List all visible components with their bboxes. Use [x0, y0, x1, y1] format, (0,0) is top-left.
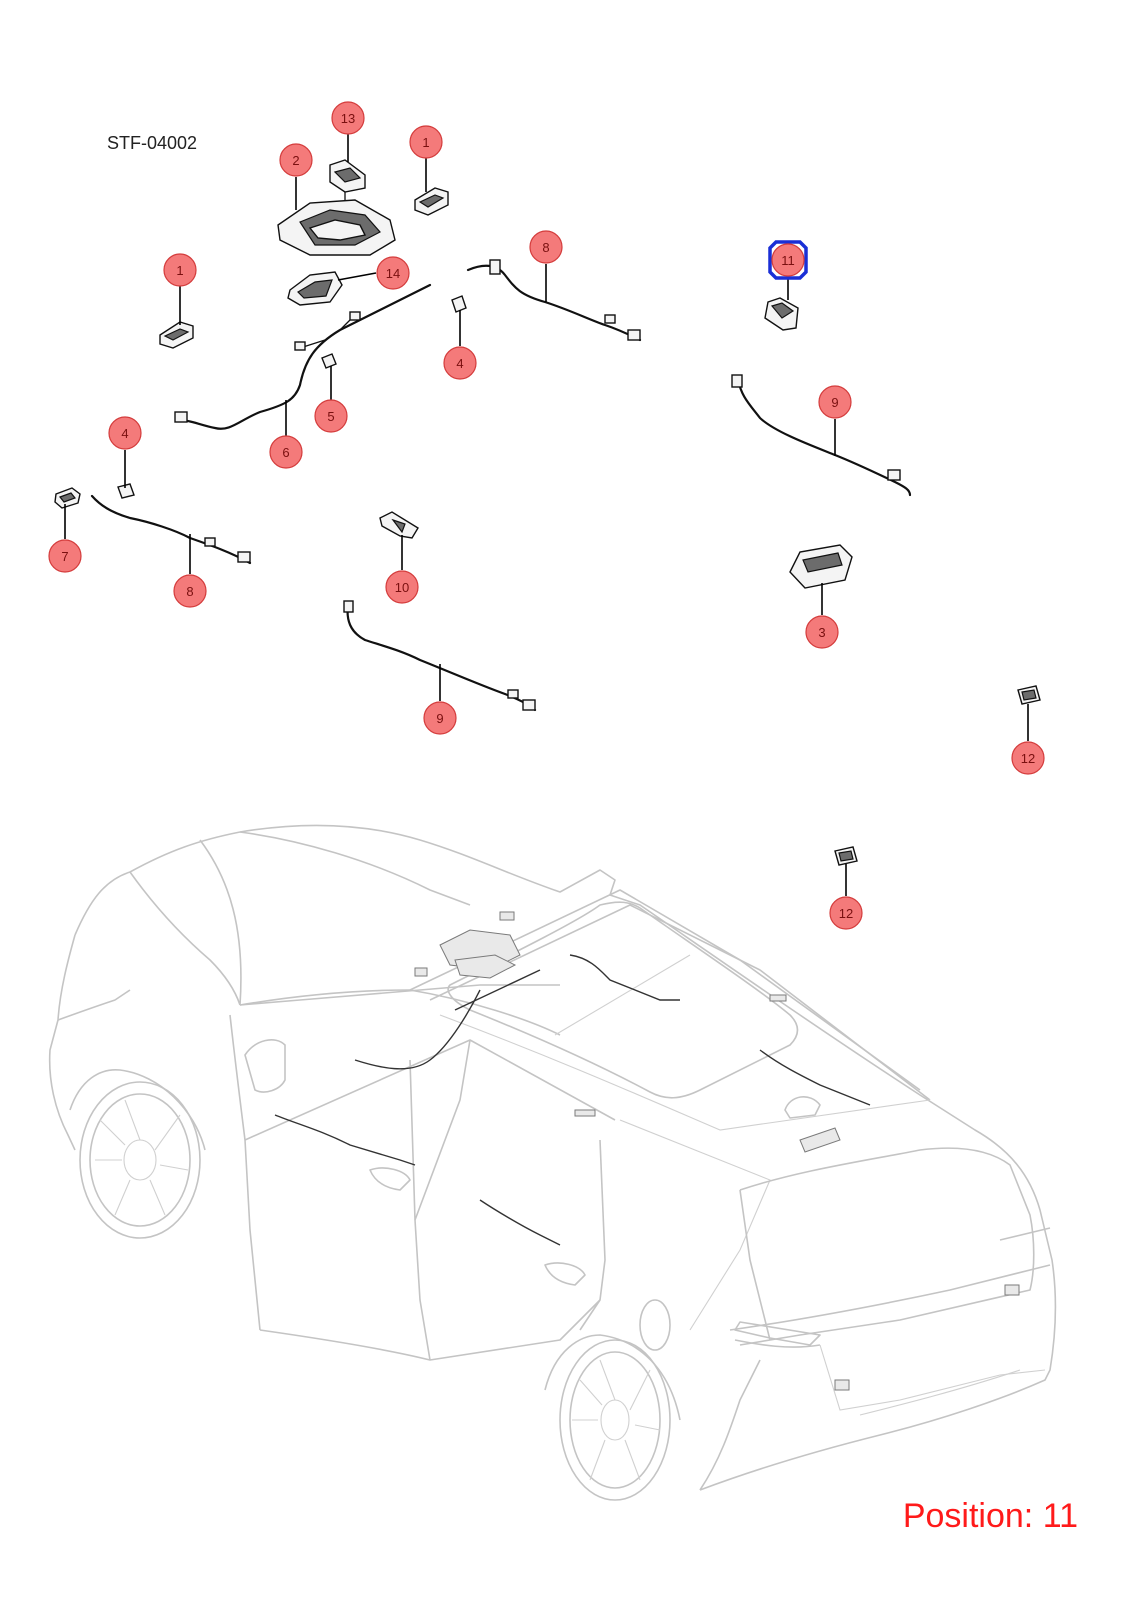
callout-4[interactable]: 4: [443, 346, 477, 380]
callout-label: 1: [176, 263, 183, 278]
part-10-lamp: [379, 511, 419, 539]
rear-wheel: [544, 1334, 681, 1501]
callout-circle: [771, 243, 805, 277]
callout-13[interactable]: 13: [331, 101, 365, 135]
part-8-wire-upper: [466, 259, 642, 342]
callout-2[interactable]: 2: [279, 143, 313, 177]
callout-label: 11: [781, 253, 795, 268]
callout-label: 8: [542, 240, 549, 255]
callout-label: 9: [831, 395, 838, 410]
callout-label: 8: [186, 584, 193, 599]
callout-4[interactable]: 4: [108, 416, 142, 450]
callout-circle: [279, 143, 313, 177]
callout-12[interactable]: 12: [829, 896, 863, 930]
callout-14[interactable]: 14: [376, 256, 410, 290]
leader-lines: [64, 134, 1029, 896]
callout-8[interactable]: 8: [173, 574, 207, 608]
callout-8[interactable]: 8: [529, 230, 563, 264]
callout-label: 10: [395, 580, 409, 595]
callout-circle: [1011, 741, 1045, 775]
part-7-switch: [54, 487, 81, 509]
part-6-wiring-harness: [174, 283, 432, 430]
callout-circle: [331, 101, 365, 135]
callout-circle: [269, 435, 303, 469]
part-4-connector-left: [117, 483, 135, 499]
callout-circle: [443, 346, 477, 380]
callout-circle: [314, 399, 348, 433]
callout-circle: [173, 574, 207, 608]
callout-circle: [48, 539, 82, 573]
part-9-wire-lower: [343, 600, 537, 712]
part-5-connector: [321, 353, 337, 369]
callout-circle: [829, 896, 863, 930]
callout-circle: [385, 570, 419, 604]
callout-6[interactable]: 6: [269, 435, 303, 469]
callout-label: 9: [436, 711, 443, 726]
position-label: Position: 11: [902, 1497, 1078, 1535]
part-9-wire-upper: [731, 374, 912, 497]
part-8-wire-lower: [90, 494, 252, 565]
callout-label: 2: [292, 153, 299, 168]
callout-circle: [108, 416, 142, 450]
callout-label: 6: [282, 445, 289, 460]
callout-label: 12: [1021, 751, 1035, 766]
part-12-light-lower: [834, 846, 858, 866]
callout-label: 7: [61, 549, 68, 564]
part-11-module: [764, 297, 799, 331]
front-wheel: [69, 1069, 206, 1239]
callout-label: 4: [456, 356, 463, 371]
callout-1[interactable]: 1: [163, 253, 197, 287]
callout-11[interactable]: 11: [768, 240, 808, 280]
callout-circle: [163, 253, 197, 287]
callout-label: 1: [422, 135, 429, 150]
callout-circle: [529, 230, 563, 264]
callout-circle: [423, 701, 457, 735]
callout-9[interactable]: 9: [818, 385, 852, 419]
callout-label: 12: [839, 906, 853, 921]
callout-label: 3: [818, 625, 825, 640]
callout-5[interactable]: 5: [314, 399, 348, 433]
callout-label: 5: [327, 409, 334, 424]
callout-circle: [376, 256, 410, 290]
callout-circle: [805, 615, 839, 649]
part-12-light-right: [1017, 685, 1041, 705]
part-1-clip-left: [159, 321, 194, 349]
callout-1[interactable]: 1: [409, 125, 443, 159]
callout-3[interactable]: 3: [805, 615, 839, 649]
callout-label: 14: [386, 266, 400, 281]
part-2-overhead-console: [277, 199, 396, 256]
vehicle-mounted-parts: [274, 911, 1020, 1391]
callout-7[interactable]: 7: [48, 539, 82, 573]
part-3-rear-panel: [789, 544, 853, 589]
part-4-connector-upper: [451, 295, 467, 313]
callout-12[interactable]: 12: [1011, 741, 1045, 775]
callout-circle: [409, 125, 443, 159]
callout-label: 4: [121, 426, 128, 441]
selection-highlight: [768, 240, 808, 280]
part-14-lamp-lens: [287, 271, 343, 306]
callout-9[interactable]: 9: [423, 701, 457, 735]
exploded-parts: [54, 159, 1041, 866]
callout-10[interactable]: 10: [385, 570, 419, 604]
part-1-clip-upper: [414, 187, 449, 216]
drawing-code: STF-04002: [107, 133, 198, 153]
vehicle-outline: [48, 824, 1057, 1501]
callout-circle: [818, 385, 852, 419]
callout-label: 13: [341, 111, 355, 126]
